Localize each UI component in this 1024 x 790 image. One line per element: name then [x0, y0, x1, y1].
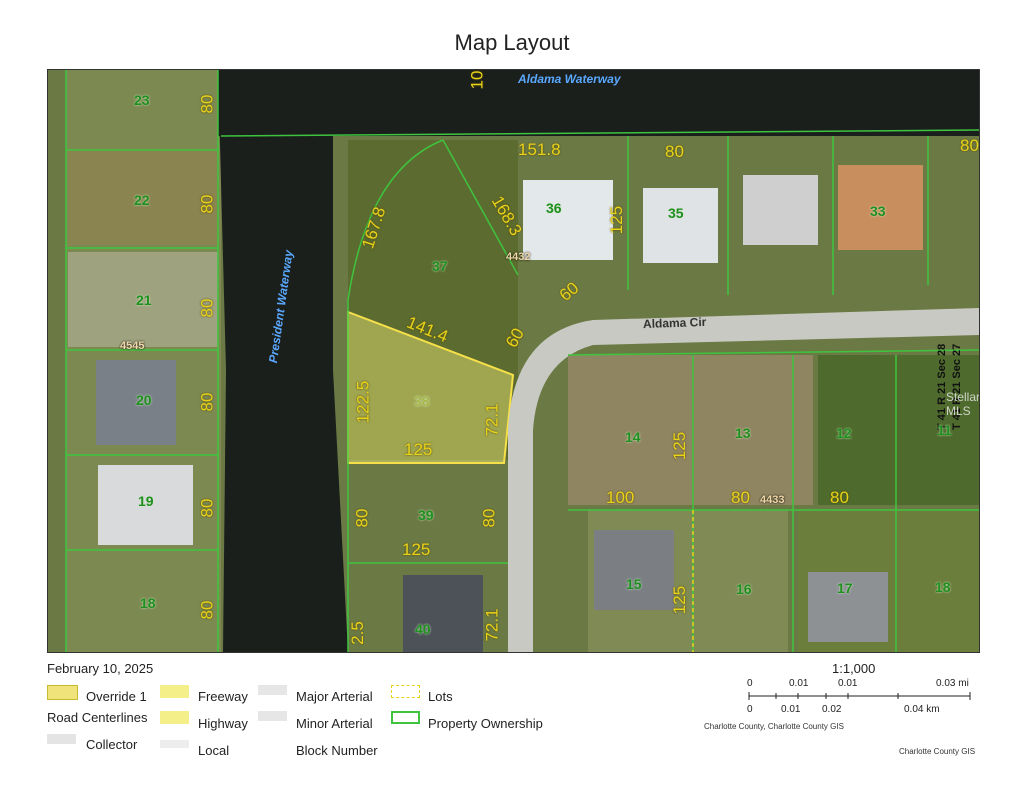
- dimension-label: 80: [197, 194, 217, 214]
- source-credit-right: Charlotte County GIS: [899, 747, 976, 756]
- dimension-label: 80: [830, 488, 849, 507]
- override-swatch: [47, 685, 78, 700]
- minor-arterial-swatch: [258, 711, 287, 721]
- lot-13[interactable]: 13: [735, 425, 751, 441]
- map-title: Map Layout: [454, 30, 570, 55]
- lot-17[interactable]: 17: [837, 580, 853, 596]
- lots-swatch: [391, 685, 420, 698]
- legend-highway: Highway: [198, 716, 248, 731]
- legend-collector: Collector: [86, 737, 138, 752]
- legend-major-arterial: Major Arterial: [296, 689, 373, 704]
- dimension-label: 80: [197, 600, 217, 620]
- scale-mi-tick: 0.03 mi: [936, 678, 969, 689]
- lot-33[interactable]: 33: [870, 203, 886, 219]
- dimension-label: 80: [197, 392, 217, 412]
- dimension-label: 80: [352, 508, 372, 528]
- dimension-label: 80: [197, 94, 217, 114]
- scale-mi-tick: 0.01: [838, 678, 858, 689]
- lot-18[interactable]: 18: [140, 595, 156, 611]
- lot-23[interactable]: 23: [134, 92, 150, 108]
- dimension-label: 125: [670, 431, 690, 461]
- source-credit-left: Charlotte County, Charlotte County GIS: [704, 722, 844, 731]
- dimension-label: 80: [197, 498, 217, 518]
- map-date: February 10, 2025: [47, 661, 154, 676]
- dimension-label: 125: [404, 440, 433, 459]
- dimension-label: 125: [402, 540, 431, 559]
- lot-20[interactable]: 20: [136, 392, 152, 408]
- legend-block-number: Block Number: [296, 743, 378, 758]
- block-number-4545: 4545: [120, 340, 145, 352]
- lot-19[interactable]: 19: [138, 493, 154, 509]
- lot-38[interactable]: 38: [414, 393, 430, 409]
- dimension-label: 72.1: [482, 608, 502, 642]
- dimension-label: 72.1: [482, 403, 502, 437]
- lot-40[interactable]: 40: [415, 621, 431, 637]
- dimension-label: 80: [731, 488, 750, 507]
- legend-lots: Lots: [428, 689, 453, 704]
- dimension-label: 80: [960, 136, 979, 155]
- legend-minor-arterial: Minor Arterial: [296, 716, 373, 731]
- legend-override: Override 1: [86, 689, 147, 704]
- legend-local: Local: [198, 743, 230, 758]
- watermark: Stellar MLS: [946, 390, 980, 418]
- dimension-label: 151.8: [518, 140, 561, 159]
- dimension-label: 100: [606, 488, 635, 507]
- aldama-cir-label: Aldama Cir: [642, 314, 707, 332]
- scale-km-tick: 0.01: [781, 704, 801, 715]
- scale-km-tick: 0.04 km: [904, 704, 940, 715]
- lot-36[interactable]: 36: [546, 200, 562, 216]
- dimension-label: 125: [670, 585, 690, 615]
- major-arterial-swatch: [258, 685, 287, 695]
- highway-swatch: [160, 711, 189, 724]
- property-ownership-swatch: [391, 711, 420, 724]
- dimension-label: 125: [607, 205, 627, 235]
- map-frame[interactable]: Aldama Waterway President Waterway Aldam…: [47, 69, 980, 653]
- dimension-label: 80: [197, 298, 217, 318]
- lot-11[interactable]: 11: [937, 422, 952, 438]
- scale-mi-tick: 0.01: [789, 678, 809, 689]
- lot-15[interactable]: 15: [626, 576, 642, 592]
- lot-22[interactable]: 22: [134, 192, 150, 208]
- scale-mi-tick: 0: [747, 678, 753, 689]
- lot-16[interactable]: 16: [736, 581, 752, 597]
- local-swatch: [160, 740, 189, 748]
- lot-18-east[interactable]: 18: [935, 579, 951, 595]
- dimension-label: 2.5: [347, 621, 367, 645]
- scale-bar: [748, 692, 971, 700]
- lot-21[interactable]: 21: [136, 292, 152, 308]
- lot-14[interactable]: 14: [625, 429, 641, 445]
- lot-35[interactable]: 35: [668, 205, 684, 221]
- legend-road-centerlines: Road Centerlines: [47, 710, 148, 725]
- scale-km-tick: 0.02: [822, 704, 842, 715]
- lot-39[interactable]: 39: [418, 507, 434, 523]
- scale-ratio: 1:1,000: [832, 661, 876, 676]
- aldama-waterway-label: Aldama Waterway: [518, 72, 621, 86]
- block-number-4433: 4433: [760, 494, 785, 506]
- collector-swatch: [47, 734, 76, 744]
- dimension-label: 80: [665, 142, 684, 161]
- dimension-label: 80: [479, 508, 499, 528]
- block-number-4432: 4432: [506, 251, 531, 263]
- freeway-swatch: [160, 685, 189, 698]
- legend-freeway: Freeway: [198, 689, 248, 704]
- dimension-label: 10: [467, 70, 487, 90]
- map-imagery: [48, 70, 979, 652]
- legend-property-ownership: Property Ownership: [428, 716, 543, 731]
- scale-km-tick: 0: [747, 704, 753, 715]
- lot-37[interactable]: 37: [432, 258, 448, 274]
- lot-12[interactable]: 12: [836, 425, 852, 441]
- dimension-label: 122.5: [353, 380, 373, 424]
